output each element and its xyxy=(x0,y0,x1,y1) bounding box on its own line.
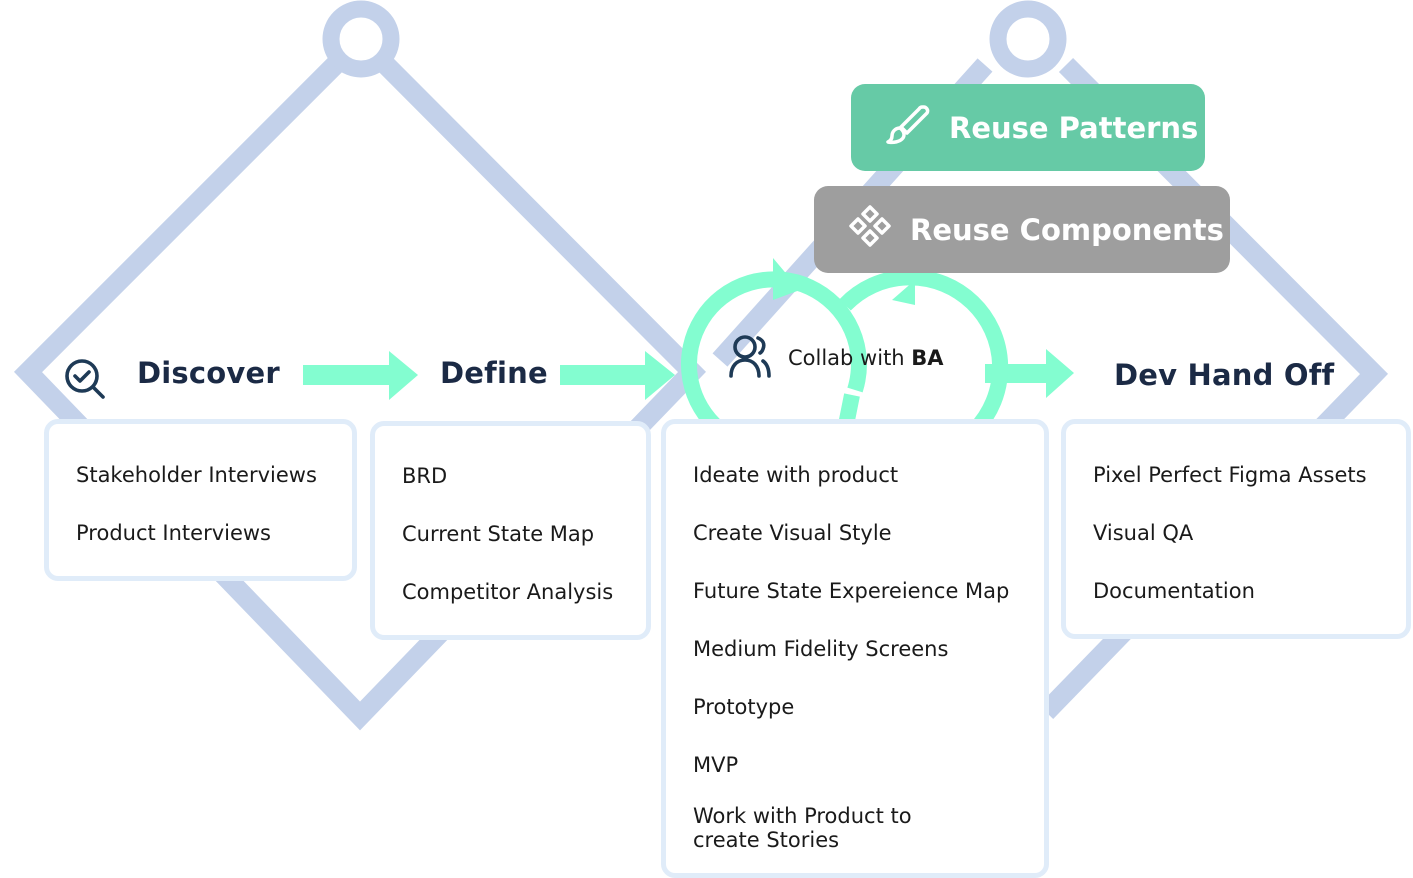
search-check-icon xyxy=(64,358,108,406)
collab-title-bold: BA xyxy=(911,346,944,370)
list-item: Future State Expereience Map xyxy=(693,579,1010,603)
list-item: Create Visual Style xyxy=(693,521,892,545)
list-item: Stakeholder Interviews xyxy=(76,463,317,487)
list-item: Work with Product to create Stories xyxy=(693,804,912,852)
list-item: Documentation xyxy=(1093,579,1255,603)
list-item: Product Interviews xyxy=(76,521,271,545)
list-item: Pixel Perfect Figma Assets xyxy=(1093,463,1367,487)
collab-stage-header: Collab with BA xyxy=(728,334,944,382)
define-title: Define xyxy=(440,356,548,390)
list-item: Current State Map xyxy=(402,522,595,546)
list-item: Visual QA xyxy=(1093,521,1194,545)
reuse-components-label: Reuse Components xyxy=(910,212,1224,247)
list-item: Medium Fidelity Screens xyxy=(693,637,949,661)
brush-icon xyxy=(885,101,931,154)
components-icon xyxy=(848,204,892,255)
collab-loop-arrowhead-right xyxy=(892,280,915,305)
list-item: Competitor Analysis xyxy=(402,580,614,604)
users-icon xyxy=(728,334,774,382)
list-item: MVP xyxy=(693,753,739,777)
left-diamond-frame xyxy=(13,57,707,731)
arrow-discover-to-define xyxy=(303,351,418,400)
reuse-patterns-badge: Reuse Patterns xyxy=(851,84,1205,171)
dev-hand-off-card: Pixel Perfect Figma Assets Visual QA Doc… xyxy=(1061,419,1411,639)
define-card: BRD Current State Map Competitor Analysi… xyxy=(370,421,651,640)
arrow-define-to-collab xyxy=(560,351,675,400)
discover-title: Discover xyxy=(137,356,280,390)
right-diamond-knob xyxy=(989,0,1067,78)
list-item: Ideate with product xyxy=(693,463,899,487)
dev-hand-off-title: Dev Hand Off xyxy=(1114,358,1335,392)
reuse-components-badge: Reuse Components xyxy=(814,186,1230,273)
collab-title-prefix: Collab with xyxy=(788,346,912,370)
discover-card: Stakeholder Interviews Product Interview… xyxy=(44,419,357,581)
reuse-patterns-label: Reuse Patterns xyxy=(949,110,1199,145)
collab-title: Collab with BA xyxy=(788,346,944,370)
list-item: Prototype xyxy=(693,695,795,719)
list-item: BRD xyxy=(402,464,448,488)
collab-loop-arrowhead-left xyxy=(773,258,800,300)
left-diamond-knob xyxy=(322,0,400,78)
collab-card: Ideate with product Create Visual Style … xyxy=(661,419,1049,878)
